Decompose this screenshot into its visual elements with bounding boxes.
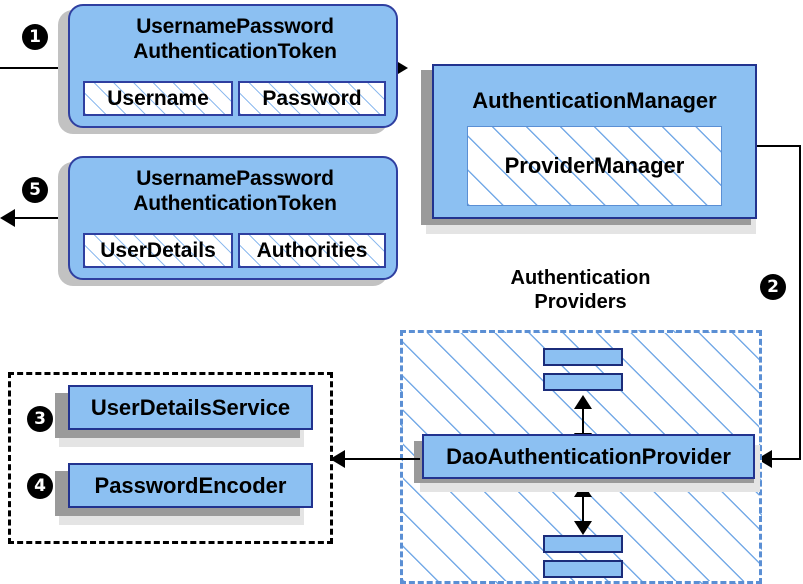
connector-step2-bottom <box>772 458 800 460</box>
step-badge-5: 5 <box>22 177 48 203</box>
other-provider-bar-top-1 <box>543 348 623 366</box>
arrowhead-dependencies <box>330 450 345 468</box>
dao-provider-label: DaoAuthenticationProvider <box>446 443 731 469</box>
step-badge-3: 3 <box>27 406 53 432</box>
authentication-providers-heading-line2: Providers <box>534 291 627 313</box>
connector-dao-up <box>582 399 584 443</box>
connector-step2-right <box>799 145 801 460</box>
request-token-field-username: Username <box>83 81 233 116</box>
response-token-field-authorities: Authorities <box>238 233 386 268</box>
request-token-card: UsernamePassword AuthenticationToken Use… <box>68 4 398 128</box>
connector-step2-top <box>757 145 801 147</box>
response-token-title-line2: AuthenticationToken <box>133 192 337 215</box>
passwordencoder-label: PasswordEncoder <box>94 472 287 498</box>
passwordencoder-box: PasswordEncoder <box>68 463 313 508</box>
userdetailsservice-label: UserDetailsService <box>90 394 291 420</box>
step-badge-1: 1 <box>22 24 48 50</box>
connector-dao-down <box>582 487 584 531</box>
provider-manager-label: ProviderManager <box>504 153 685 178</box>
arrowhead-dao-up <box>574 395 592 409</box>
authentication-manager-box: AuthenticationManager ProviderManager <box>432 64 757 219</box>
authentication-providers-heading-line1: Authentication <box>510 267 651 289</box>
response-token-card: UsernamePassword AuthenticationToken Use… <box>68 156 398 280</box>
step-badge-4: 4 <box>27 473 53 499</box>
step-badge-2: 2 <box>760 274 786 300</box>
arrowhead-dao-down <box>574 521 592 535</box>
request-token-field-password: Password <box>238 81 386 116</box>
provider-manager-box: ProviderManager <box>467 126 722 206</box>
other-provider-bar-top-2 <box>543 373 623 391</box>
other-provider-bar-bottom-2 <box>543 560 623 578</box>
dao-provider-box: DaoAuthenticationProvider <box>422 434 755 479</box>
request-token-title-line2: AuthenticationToken <box>133 40 337 63</box>
userdetailsservice-box: UserDetailsService <box>68 385 313 430</box>
response-token-field-userdetails: UserDetails <box>83 233 233 268</box>
connector-dao-to-dependencies <box>345 458 420 460</box>
dependencies-region: UserDetailsService PasswordEncoder <box>8 372 333 544</box>
response-token-title-line1: UsernamePassword <box>136 167 334 190</box>
arrowhead-response-out <box>0 209 15 227</box>
other-provider-bar-bottom-1 <box>543 535 623 553</box>
authentication-manager-label: AuthenticationManager <box>472 88 717 113</box>
request-token-title-line1: UsernamePassword <box>136 15 334 38</box>
